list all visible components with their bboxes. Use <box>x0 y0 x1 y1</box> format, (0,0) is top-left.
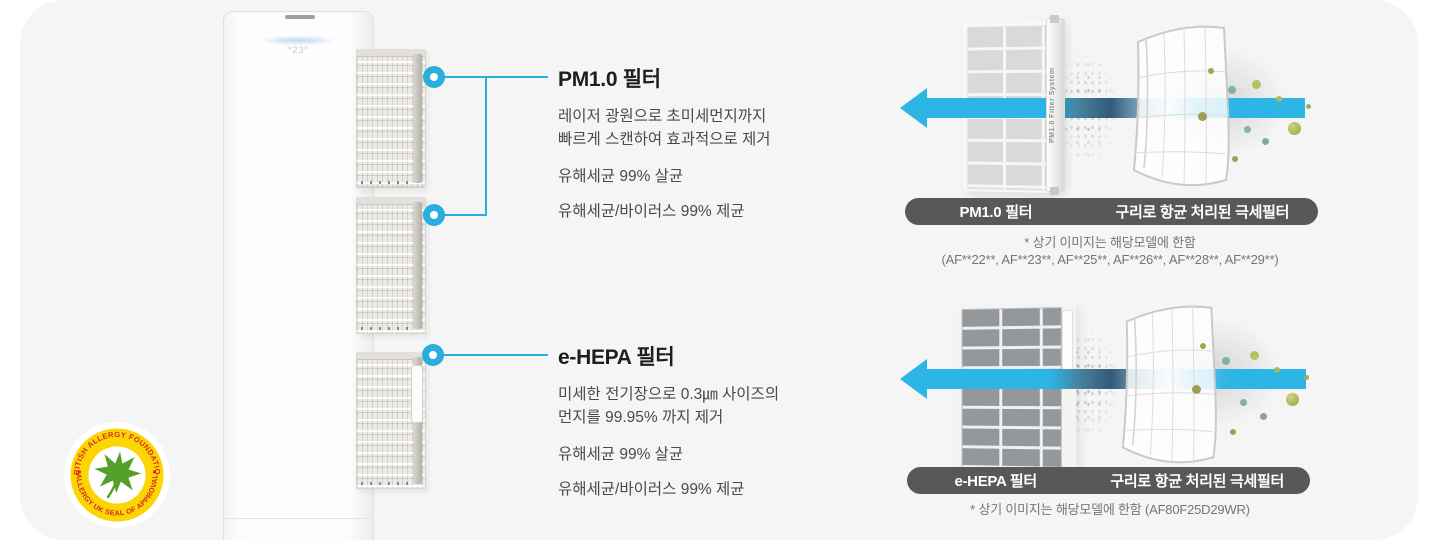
particle <box>1260 413 1267 420</box>
diagram-ehepa-labels: e-HEPA 필터 구리로 항균 처리된 극세필터 <box>907 467 1310 494</box>
desc-line: 레이저 광원으로 초미세먼지까지 <box>558 108 767 125</box>
rail-label: PM1.0 Filter System <box>1049 67 1056 143</box>
particle <box>1228 86 1236 94</box>
pm1-filter-label: PM1.0 필터 <box>959 204 1033 221</box>
mesh-filter-label: 구리로 항균 처리된 극세필터 <box>1110 473 1284 490</box>
particle <box>1200 343 1206 349</box>
micro-mesh-filter-illustration <box>1121 305 1217 464</box>
filter-handle <box>411 365 423 423</box>
particle <box>1274 367 1280 373</box>
callout-ehepa-point2: 유해세균/바이러스 99% 제균 <box>558 481 745 498</box>
diagram-ehepa: e-HEPA 필터 구리로 항균 처리된 극세필터 * 상기 이미지는 해당모델… <box>900 295 1320 525</box>
filter-cap <box>357 352 425 360</box>
particle <box>1230 429 1236 435</box>
callout-ehepa-title: e-HEPA 필터 <box>558 346 675 369</box>
desc-line: 미세한 전기장으로 0.3㎛ 사이즈의 <box>558 386 780 403</box>
filter-cells <box>961 307 1062 471</box>
particle <box>1288 122 1301 135</box>
leaf-icon <box>94 451 142 499</box>
rail-tab <box>1050 187 1059 195</box>
callout-pm1-point2: 유해세균/바이러스 99% 제균 <box>558 203 745 220</box>
air-purifier-unit: *23° <box>223 11 374 540</box>
filter-rail <box>413 202 422 329</box>
filter-panel-pm1-upper <box>356 49 426 188</box>
content-card: *23° PM1.0 필터 <box>20 0 1418 540</box>
temperature-display: *23° <box>287 45 310 55</box>
particle <box>1208 68 1214 74</box>
leader-line <box>444 214 487 216</box>
diagram-pm1-note-1: * 상기 이미지는 해당모델에 한함 <box>1024 235 1196 250</box>
callout-pm1-point1: 유해세균 99% 살균 <box>558 168 684 185</box>
callout-dot-pm1-upper <box>423 66 445 88</box>
airflow-arrow-head <box>900 359 927 399</box>
filter-panel-ehepa <box>356 352 426 489</box>
leader-line <box>443 354 548 356</box>
airflow-arrow-head <box>900 88 927 128</box>
unit-base-line <box>224 518 373 519</box>
allergy-uk-seal-graphic: BRITISH ALLERGY FOUNDATION ALLERGY UK SE… <box>59 413 170 528</box>
diagram-ehepa-note: * 상기 이미지는 해당모델에 한함 (AF80F25D29WR) <box>970 502 1250 517</box>
allergy-uk-seal: BRITISH ALLERGY FOUNDATION ALLERGY UK SE… <box>59 413 172 530</box>
callout-dot-ehepa <box>422 344 444 366</box>
air-outlet-slot <box>285 15 315 19</box>
particle <box>1198 112 1207 121</box>
desc-line: 먼지를 99.95% 까지 제거 <box>558 408 724 426</box>
filter-vents <box>361 181 411 184</box>
particle <box>1276 96 1282 102</box>
rail-tab <box>1050 15 1059 23</box>
mesh-filter-label: 구리로 항균 처리된 극세필터 <box>1115 204 1290 221</box>
filter-vents <box>361 327 411 330</box>
particle <box>1192 385 1201 394</box>
callout-dot-pm1-lower <box>423 204 445 226</box>
filter-cap <box>357 197 425 205</box>
leader-line <box>444 76 548 78</box>
airflow-arrow-shaft <box>924 98 1305 118</box>
filter-vents <box>361 482 411 485</box>
particle <box>1244 126 1251 133</box>
display-glow <box>260 36 336 45</box>
particle <box>1286 393 1299 406</box>
particle <box>1232 156 1238 162</box>
diagram-pm1-labels: PM1.0 필터 구리로 항균 처리된 극세필터 <box>905 198 1318 225</box>
diagram-pm1-note-2: (AF**22**, AF**23**, AF**25**, AF**26**,… <box>941 252 1279 267</box>
callout-pm1-desc: 레이저 광원으로 초미세먼지까지 빠르게 스캔하여 효과적으로 제거 <box>558 106 878 151</box>
particle <box>1262 138 1269 145</box>
leader-line <box>485 76 487 216</box>
particle <box>1252 80 1261 89</box>
particle <box>1304 375 1309 380</box>
particle <box>1240 399 1247 406</box>
callout-ehepa-desc: 미세한 전기장으로 0.3㎛ 사이즈의 먼지를 99.95% 까지 제거 <box>558 384 878 429</box>
callout-pm1-title: PM1.0 필터 <box>558 68 661 91</box>
callout-ehepa: e-HEPA 필터 미세한 전기장으로 0.3㎛ 사이즈의 먼지를 99.95%… <box>558 341 878 515</box>
filter-grip <box>1061 309 1073 373</box>
filter-cap <box>357 49 425 57</box>
filter-panel-pm1-lower <box>356 197 426 334</box>
callout-pm1: PM1.0 필터 레이저 광원으로 초미세먼지까지 빠르게 스캔하여 효과적으로… <box>558 63 878 237</box>
ehepa-filter-label: e-HEPA 필터 <box>954 473 1037 490</box>
callout-ehepa-point1: 유해세균 99% 살균 <box>558 446 684 463</box>
desc-line: 빠르게 스캔하여 효과적으로 제거 <box>558 130 771 148</box>
filter-rail <box>413 54 422 183</box>
particle <box>1250 351 1259 360</box>
particle <box>1306 104 1311 109</box>
micro-mesh-filter-illustration <box>1132 25 1230 187</box>
diagram-pm1: PM1.0 Filter System <box>900 10 1320 272</box>
particle <box>1222 357 1230 365</box>
pm1-filter-rail: PM1.0 Filter System <box>1046 15 1065 195</box>
